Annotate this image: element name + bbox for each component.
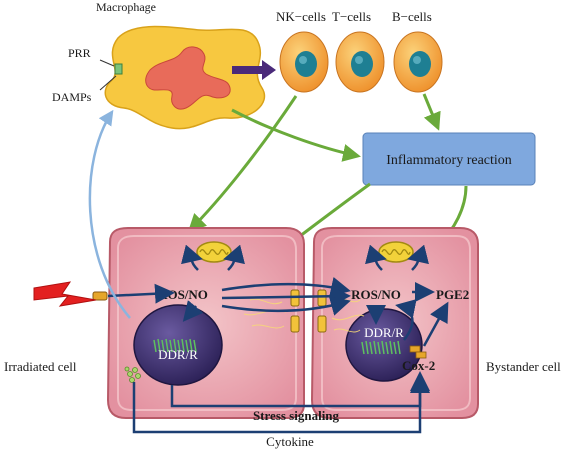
irradiated-cell-label: Irradiated cell <box>4 359 77 374</box>
nk-cells-label: NK−cells <box>276 9 326 24</box>
ros-no-left-label: ROS/NO <box>158 287 208 302</box>
radiation-to-ros-arrow <box>107 283 175 304</box>
gap-junction <box>243 289 365 333</box>
irradiated-mito-loop-right <box>223 244 245 271</box>
cytokine-label: Cytokine <box>266 434 314 449</box>
prr-receptor <box>114 63 123 75</box>
inflammatory-reaction-label: Inflammatory reaction <box>386 153 512 168</box>
stress-signaling-label: Stress signaling <box>253 408 340 423</box>
bystander-cell <box>310 227 479 419</box>
pge2-label: PGE2 <box>436 287 469 302</box>
t-cell <box>335 31 385 93</box>
ddr-left-label: DDR/R <box>158 347 198 362</box>
b-cell <box>393 31 443 93</box>
ros-transfer-arrow-2 <box>221 286 351 307</box>
b-cell-to-inflammation-arrow <box>422 93 441 131</box>
irradiated-dna-strands <box>153 338 197 353</box>
bystander-mito-loop-left <box>365 244 387 271</box>
macrophage-to-inflammation-arrow <box>231 108 361 162</box>
irradiated-cell <box>92 227 305 419</box>
cox2-molecule-icon <box>409 345 427 359</box>
bystander-mitochondrion-icon <box>378 241 414 263</box>
prr-pointer <box>99 59 115 67</box>
bystander-dna-strands <box>361 340 401 355</box>
cox2-to-pge2-arrow <box>422 301 449 347</box>
cytokine-molecules-icon <box>124 366 141 383</box>
cytokine-arrow <box>132 371 430 434</box>
irradiated-mitochondrion-icon <box>196 241 232 263</box>
t-cells-label: T−cells <box>332 9 371 24</box>
bystander-mito-loop-right <box>407 244 429 271</box>
ros-no-right-label: ROS/NO <box>351 287 401 302</box>
macrophage-cell <box>104 25 266 130</box>
ddr-to-ros-right-arrow <box>395 299 417 341</box>
nk-cell <box>279 31 329 93</box>
prr-label: PRR <box>68 46 91 60</box>
lymphocyte-to-irradiated-arrow <box>187 95 298 233</box>
cox2-label: Cox-2 <box>402 358 435 373</box>
radiation-lightning-icon <box>33 281 97 307</box>
irradiated-mito-loop-left <box>181 244 203 271</box>
irradiated-nucleus <box>133 304 223 386</box>
ddr-right-label: DDR/R <box>364 325 404 340</box>
bystander-cell-label: Bystander cell <box>486 359 561 374</box>
damps-pointer <box>99 75 117 91</box>
ros-to-ddr-arrow <box>182 300 204 322</box>
b-cells-label: B−cells <box>392 9 432 24</box>
macrophage-label: Macrophage <box>96 0 156 14</box>
membrane-receptor <box>92 291 108 301</box>
damps-label: DAMPs <box>52 90 92 104</box>
inflammatory-reaction-box <box>362 132 536 186</box>
activation-arrow <box>232 60 276 80</box>
damps-release-arrow <box>88 109 131 319</box>
ros-transfer-arrow-3 <box>221 296 351 316</box>
